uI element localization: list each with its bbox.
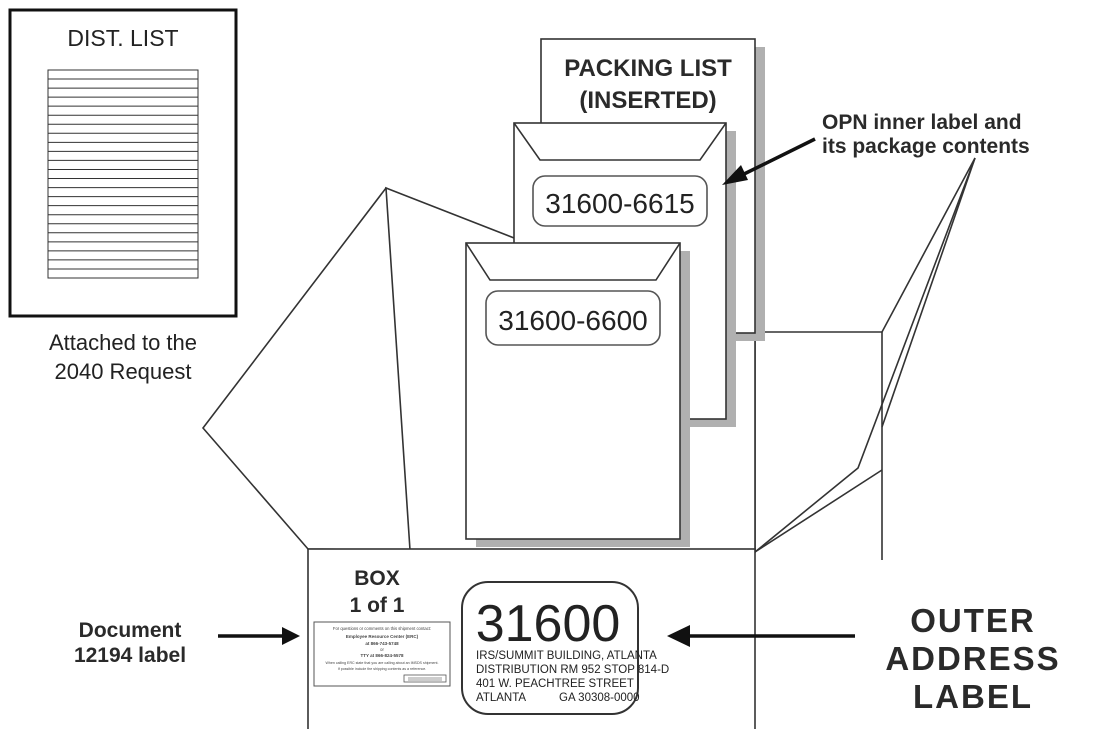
doc-label-line3: at 866-743-5748 bbox=[365, 641, 399, 646]
packing-list-line1: PACKING LIST bbox=[564, 55, 732, 82]
address-label-line3: 401 W. PEACHTREE STREET bbox=[476, 678, 634, 690]
doc-arrow-head bbox=[282, 627, 300, 645]
doc-label-line4: or bbox=[380, 647, 384, 652]
opn-callout-line1: OPN inner label and bbox=[822, 111, 1022, 134]
doc-callout-line1: Document bbox=[79, 619, 182, 642]
address-label-state-zip: GA 30308-0000 bbox=[559, 692, 640, 704]
dist-list-caption-line1: Attached to the bbox=[49, 330, 197, 355]
dist-list-caption-line2: 2040 Request bbox=[55, 359, 192, 384]
address-label-code: 31600 bbox=[476, 595, 621, 653]
doc-label-line5: TTY at 866-824-5578 bbox=[361, 653, 404, 658]
envelope-back-label: 31600-6615 bbox=[545, 188, 694, 219]
outer-callout-line3: LABEL bbox=[913, 678, 1033, 715]
box-flap-edge bbox=[882, 158, 975, 427]
packing-list-line2: (INSERTED) bbox=[579, 87, 716, 114]
doc-label-line7: If possible include the shipping content… bbox=[338, 667, 427, 671]
doc-label-line1: For questions or comments on this shipme… bbox=[333, 626, 431, 631]
dist-list-sheet: DIST. LIST bbox=[10, 10, 236, 316]
outer-address-label: 31600 IRS/SUMMIT BUILDING, ATLANTA DISTR… bbox=[462, 582, 669, 714]
doc-callout-line2: 12194 label bbox=[74, 644, 186, 667]
address-label-line1: IRS/SUMMIT BUILDING, ATLANTA bbox=[476, 650, 657, 662]
dist-list-frame bbox=[48, 70, 198, 278]
envelope-front-label: 31600-6600 bbox=[498, 305, 647, 336]
box-marking-line2: 1 of 1 bbox=[350, 594, 405, 617]
address-label-line2: DISTRIBUTION RM 952 STOP 814-D bbox=[476, 664, 669, 676]
doc-label-line6: When calling ERC state that you are call… bbox=[325, 661, 438, 665]
doc-label-line2: Employee Resource Center (ERC) bbox=[346, 634, 419, 639]
address-label-city: ATLANTA bbox=[476, 692, 526, 704]
opn-callout-line2: its package contents bbox=[822, 135, 1030, 158]
envelope-front: 31600-6600 bbox=[466, 243, 690, 547]
outer-callout-line2: ADDRESS bbox=[885, 640, 1060, 677]
dist-list-title: DIST. LIST bbox=[67, 25, 178, 51]
box-marking-line1: BOX bbox=[354, 567, 400, 590]
box-right-flap bbox=[755, 158, 975, 552]
document-12194-label: For questions or comments on this shipme… bbox=[314, 622, 450, 686]
outer-callout-line1: OUTER bbox=[910, 602, 1036, 639]
dist-list-lines bbox=[48, 70, 198, 278]
